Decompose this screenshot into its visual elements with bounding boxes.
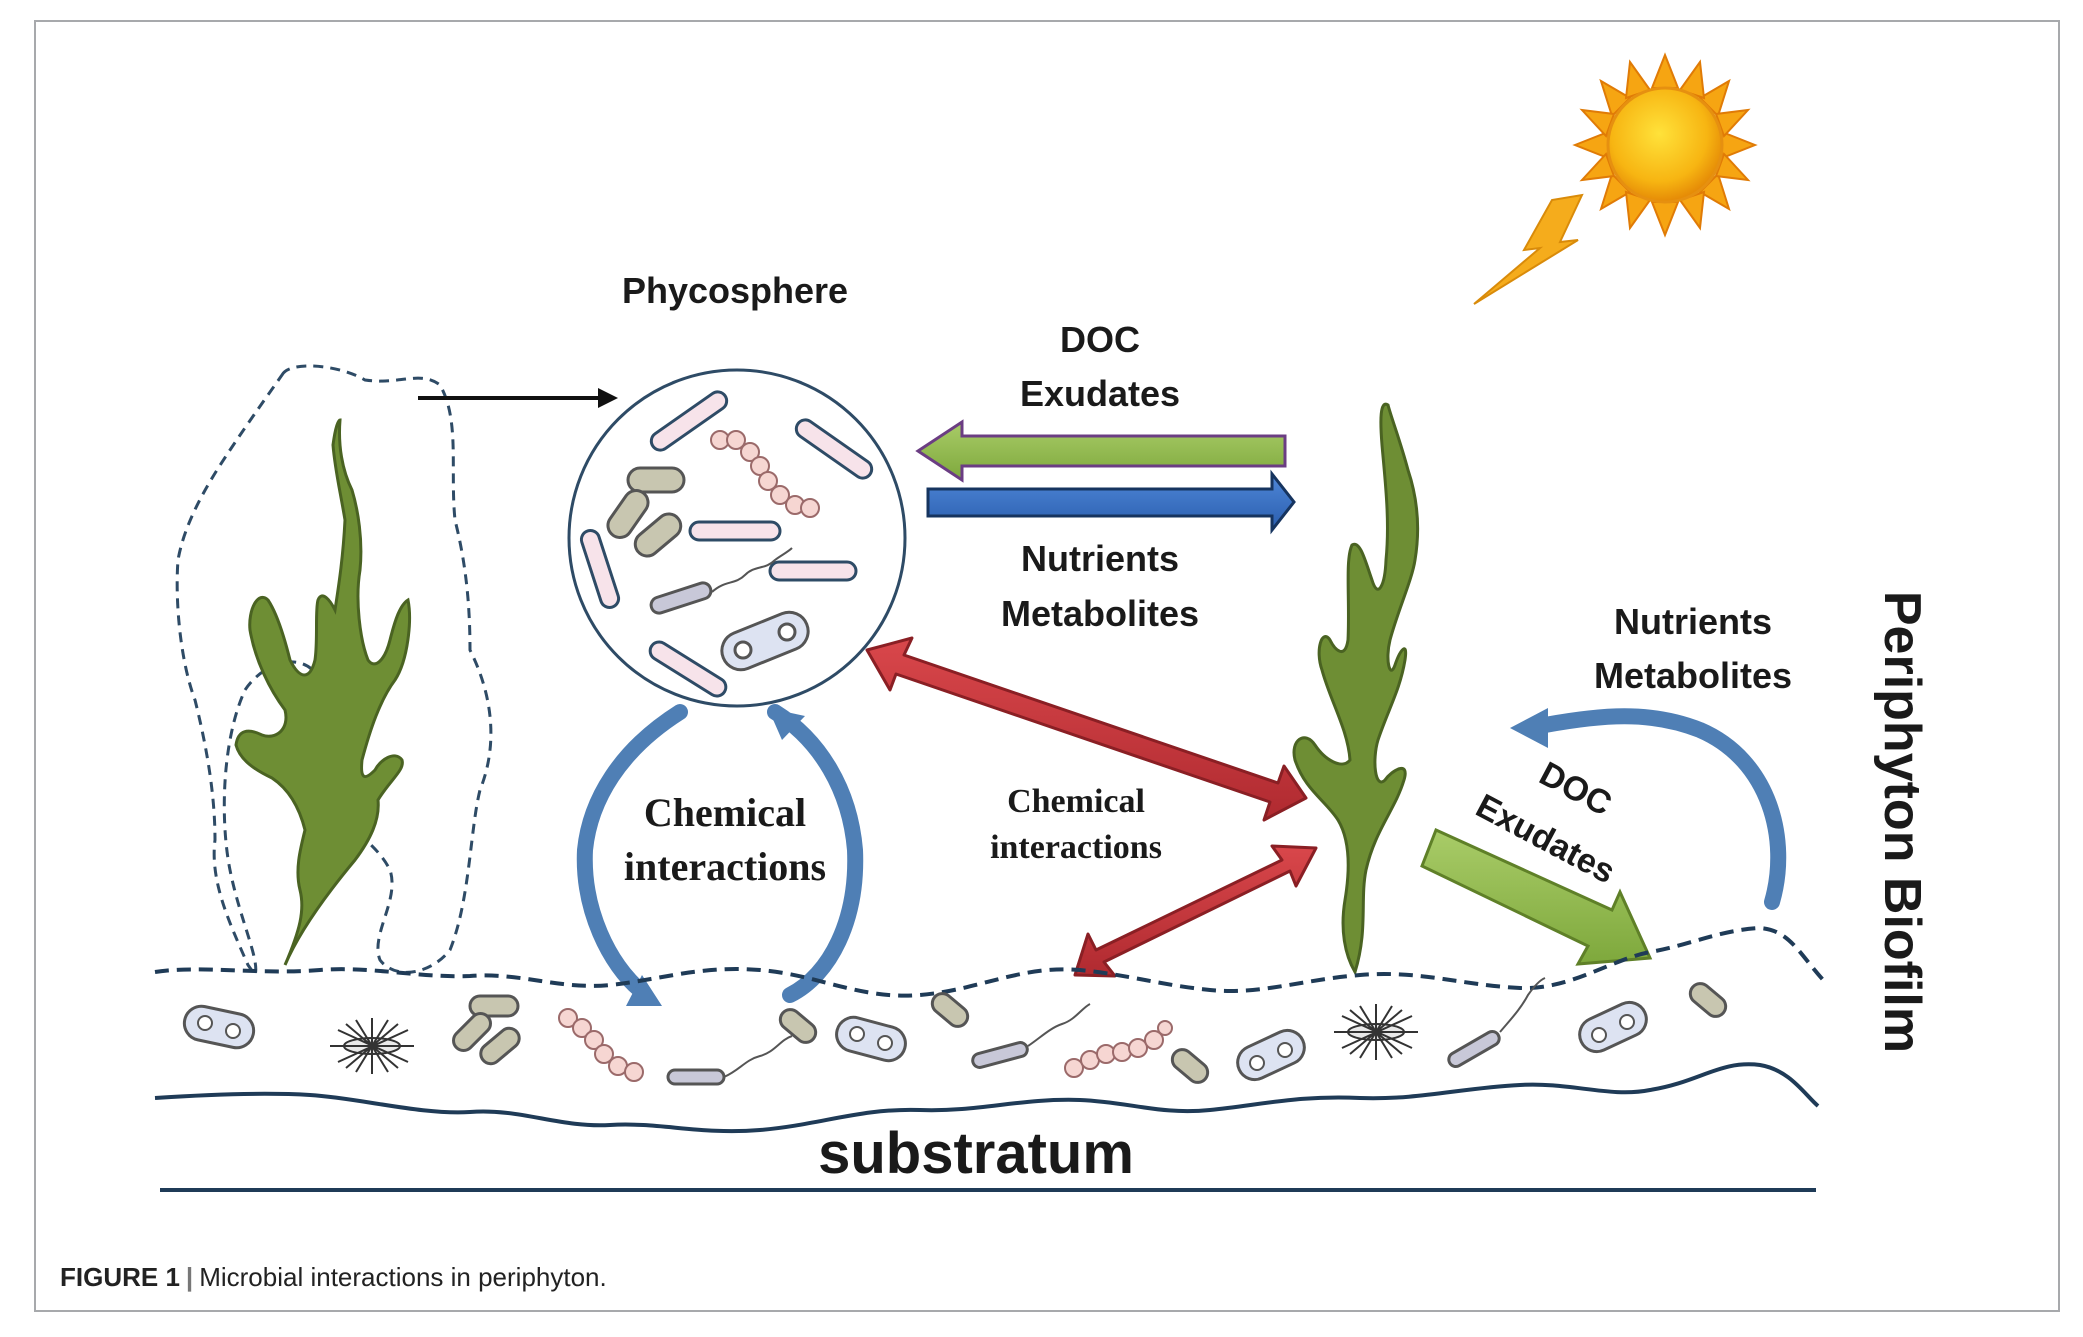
figure-caption: FIGURE 1|Microbial interactions in perip… [60, 1262, 607, 1293]
doc-arrow-top [915, 419, 1287, 483]
biofilm-top-boundary [154, 925, 1827, 998]
label-phycosphere: Phycosphere [622, 270, 848, 311]
sun-icon [1572, 52, 1758, 238]
chemical-arrow-long [865, 636, 1308, 822]
label-periphyton-biofilm: Periphyton Biofilm [1873, 591, 1931, 1053]
biofilm-microbes [182, 977, 1728, 1086]
caption-text: Microbial interactions in periphyton. [199, 1262, 607, 1292]
chemical-arrow-short [1073, 844, 1318, 978]
phycosphere-circle [567, 368, 907, 708]
label-chemical-mid-2: interactions [990, 829, 1162, 866]
label-chemical-left-2: interactions [624, 844, 826, 889]
caption-figure-number: FIGURE 1 [60, 1262, 180, 1292]
label-metabolites-mid: Metabolites [1001, 593, 1199, 634]
label-doc-right: DOC [1533, 755, 1618, 824]
nutrients-curve-arrow [1510, 708, 1787, 910]
label-exudates-top: Exudates [1020, 373, 1180, 414]
label-metabolites-right: Metabolites [1594, 655, 1792, 696]
label-chemical-mid-1: Chemical [1007, 783, 1145, 820]
filamentous-microbe-right [1334, 1004, 1418, 1060]
nutrients-arrow-top [926, 469, 1296, 535]
algae-left-icon [234, 418, 411, 966]
algae-right-icon [1292, 402, 1420, 976]
caption-separator: | [185, 1262, 194, 1292]
lightning-icon [1473, 193, 1584, 305]
label-doc-top: DOC [1060, 319, 1140, 360]
filamentous-microbe-left [330, 1018, 414, 1074]
doc-arrow-right [1420, 827, 1653, 966]
label-nutrients-mid: Nutrients [1021, 538, 1179, 579]
label-substratum: substratum [818, 1121, 1134, 1186]
pointer-arrow [418, 388, 618, 408]
chemical-cycle-arrows [576, 704, 864, 1006]
biofilm-bottom-boundary [154, 1062, 1820, 1134]
label-chemical-left-1: Chemical [644, 790, 806, 835]
label-nutrients-right: Nutrients [1614, 601, 1772, 642]
